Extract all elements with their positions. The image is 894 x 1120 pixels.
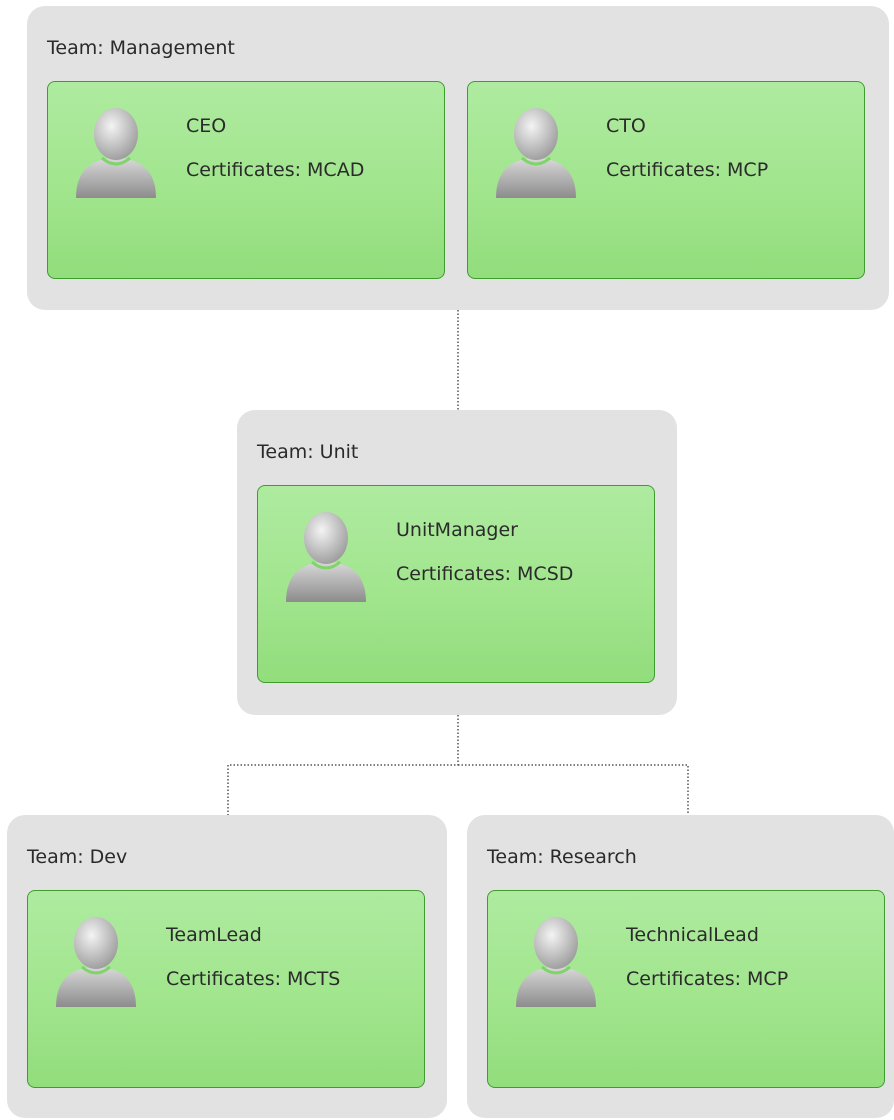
member-name: TeamLead [166,924,262,946]
member-certificates: Certificates: MCP [606,159,769,181]
member-certificates: Certificates: MCTS [166,968,341,990]
person-icon [512,915,600,1007]
member-certificates: Certificates: MCP [626,968,789,990]
person-icon [52,915,140,1007]
team-title: Team: Management [47,37,235,59]
member-name: CTO [606,115,646,137]
member-name: TechnicalLead [626,924,759,946]
team-title: Team: Unit [257,441,359,463]
connector-unit-research [458,764,689,815]
team-research: Team: Research TechnicalLea [467,815,894,1118]
member-certificates: Certificates: MCSD [396,563,574,585]
member-card-cto[interactable]: CTO Certificates: MCP [467,81,865,279]
member-card-technicallead[interactable]: TechnicalLead Certificates: MCP [487,890,885,1088]
team-title: Team: Dev [27,846,128,868]
person-icon [492,106,580,198]
member-card-unitmanager[interactable]: UnitManager Certificates: MCSD [257,485,655,683]
team-management: Team: Management CEO Ce [27,6,889,310]
member-name: UnitManager [396,519,518,541]
person-icon [72,106,160,198]
team-title: Team: Research [487,846,637,868]
member-card-ceo[interactable]: CEO Certificates: MCAD [47,81,445,279]
team-unit: Team: Unit UnitManager [237,410,677,715]
connector-unit-dev [227,715,459,815]
team-dev: Team: Dev TeamLead Cert [7,815,447,1118]
member-certificates: Certificates: MCAD [186,159,365,181]
member-card-teamlead[interactable]: TeamLead Certificates: MCTS [27,890,425,1088]
member-name: CEO [186,115,227,137]
person-icon [282,510,370,602]
